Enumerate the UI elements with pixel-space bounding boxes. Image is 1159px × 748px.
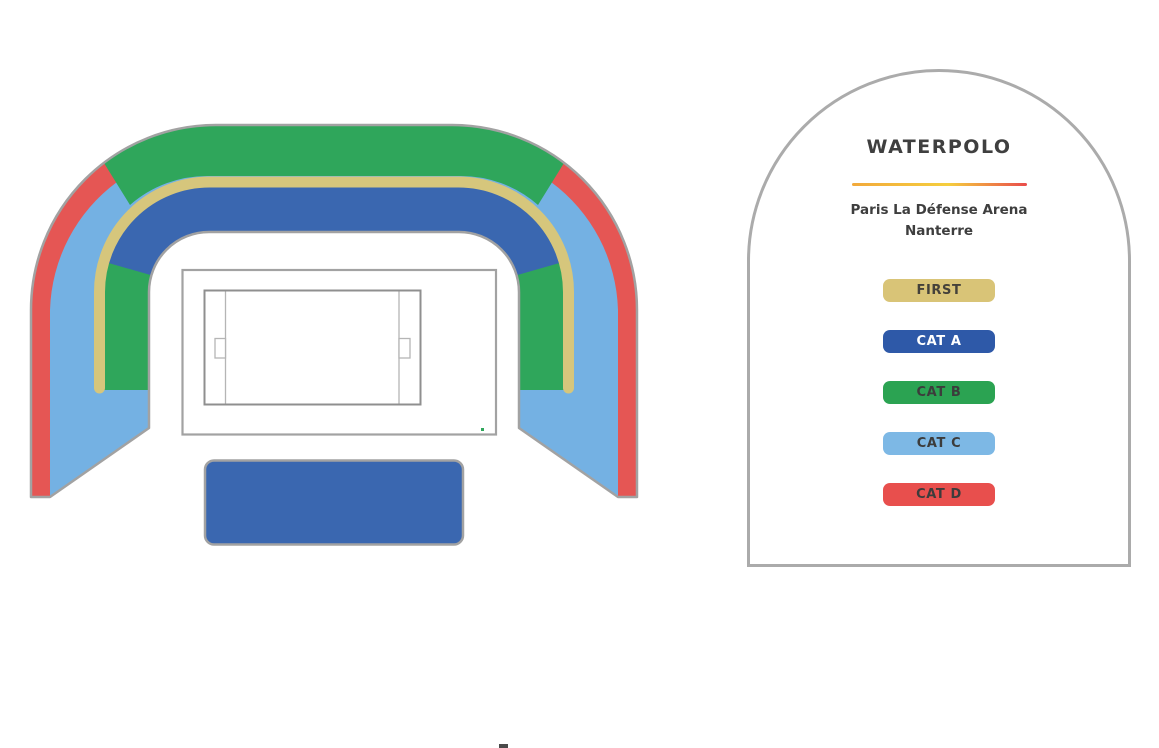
section-cat-d-outer-left[interactable] (31, 163, 117, 497)
stadium-outline (29, 123, 639, 499)
venue-line-2: Nanterre (904, 223, 974, 239)
bottom-edge-mark (499, 744, 508, 748)
stadium-map (29, 123, 639, 546)
pool (203, 289, 422, 406)
venue-name: Paris La Défense Arena Nanterre (750, 200, 1128, 242)
badge-cat-d[interactable]: CAT D (883, 483, 995, 506)
badge-cat-c[interactable]: CAT C (883, 432, 995, 455)
section-cat-a-floor-block[interactable] (203, 459, 465, 546)
badge-cat-a[interactable]: CAT A (883, 330, 995, 353)
badge-cat-b[interactable]: CAT B (883, 381, 995, 404)
section-cat-d-outer-right[interactable] (551, 163, 637, 497)
legend-title: WATERPOLO (866, 136, 1012, 158)
section-first-band[interactable] (94, 176, 574, 394)
legend-divider (851, 183, 1027, 186)
badge-first[interactable]: FIRST (883, 279, 995, 302)
legend-badges: FIRST CAT A CAT B CAT C CAT D (750, 279, 1128, 506)
venue-line-1: Paris La Défense Arena (850, 202, 1028, 218)
goal-left (214, 337, 227, 359)
legend-card: WATERPOLO Paris La Défense Arena Nanterr… (747, 69, 1131, 567)
section-cat-a-inner-arch[interactable] (108, 187, 560, 277)
section-cat-b-top-arch[interactable] (104, 125, 564, 205)
goal-right (398, 337, 411, 359)
field-dot (481, 428, 484, 431)
